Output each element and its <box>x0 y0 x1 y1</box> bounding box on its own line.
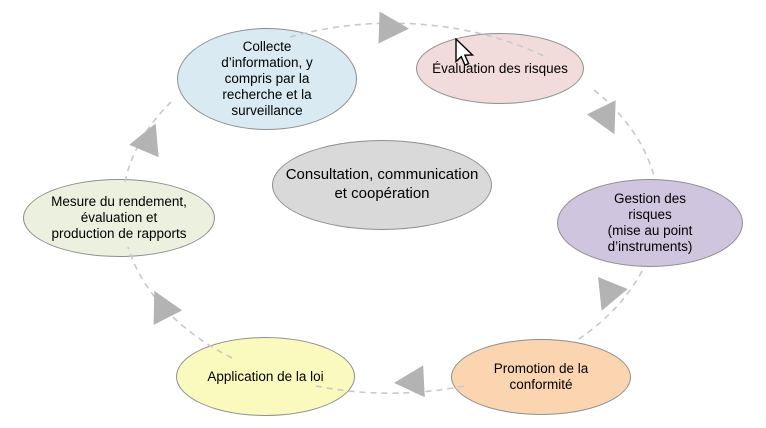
node-consultation-label: Consultation, communication et coopérati… <box>285 166 479 202</box>
node-gestion-risques[interactable]: Gestion des risques (mise au point d’ins… <box>557 179 743 267</box>
flow-arrowhead-bottom-icon <box>394 365 425 398</box>
node-collecte-label: Collecte d’information, y compris par la… <box>221 39 313 118</box>
flow-arrowhead-top-icon <box>378 11 409 44</box>
node-mesure-rendement[interactable]: Mesure du rendement, évaluation et produ… <box>23 179 215 257</box>
flow-arc-evaluation-gestion <box>593 89 655 177</box>
node-application-label: Application de la loi <box>207 368 324 384</box>
flow-arc-mesure-collecte <box>124 101 172 183</box>
node-application-loi[interactable]: Application de la loi <box>176 337 355 416</box>
flow-arrowhead-right-upper-icon <box>586 100 616 135</box>
node-consultation-center[interactable]: Consultation, communication et coopérati… <box>272 140 492 230</box>
node-mesure-label: Mesure du rendement, évaluation et produ… <box>51 194 187 241</box>
flow-arrowhead-left-upper-icon <box>129 123 159 158</box>
flow-arc-gestion-promotion <box>575 270 643 342</box>
node-promotion-conformite[interactable]: Promotion de la conformité <box>451 339 631 415</box>
node-promotion-label: Promotion de la conformité <box>493 361 589 392</box>
flow-arc-application-mesure <box>127 246 233 359</box>
node-collecte-information[interactable]: Collecte d’information, y compris par la… <box>177 28 357 130</box>
node-gestion-label: Gestion des risques (mise au point d’ins… <box>607 191 693 254</box>
node-evaluation-label: Évaluation des risques <box>432 60 568 76</box>
node-evaluation-risques[interactable]: Évaluation des risques <box>416 33 584 104</box>
flow-arrowhead-left-lower-icon <box>153 290 183 325</box>
flow-arrowhead-right-lower-icon <box>598 276 628 311</box>
